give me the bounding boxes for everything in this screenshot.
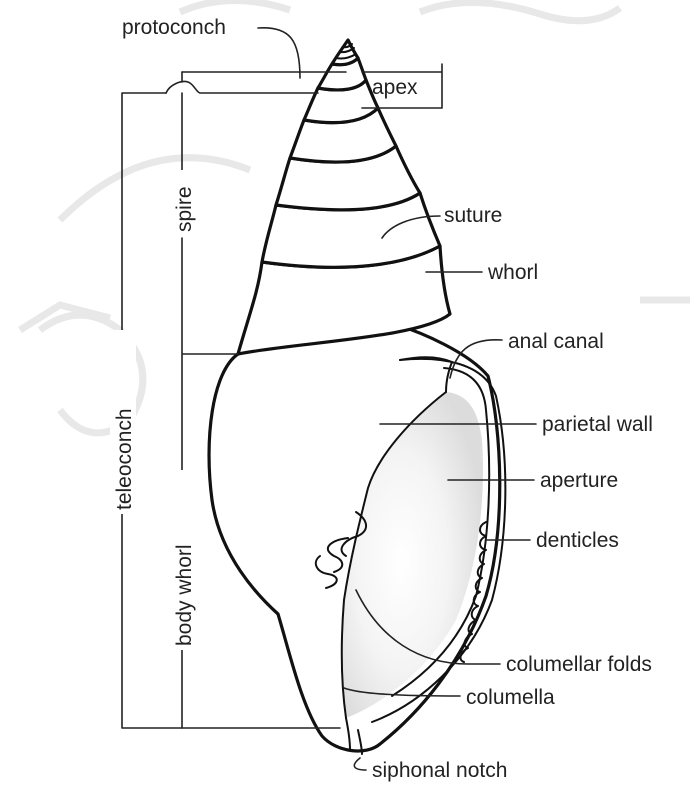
label-siphonal-notch: siphonal notch <box>372 759 507 782</box>
label-protoconch: protoconch <box>122 16 226 39</box>
label-parietal-wall: parietal wall <box>542 413 653 436</box>
label-columella: columella <box>466 686 555 709</box>
label-teleoconch: teleoconch <box>113 408 136 510</box>
label-suture: suture <box>444 204 502 227</box>
siphonal-notch-leader <box>354 758 366 770</box>
label-columellar-folds: columellar folds <box>506 653 652 676</box>
protoconch-leader <box>258 28 300 78</box>
label-whorl: whorl <box>487 261 538 284</box>
label-anal-canal: anal canal <box>508 330 604 353</box>
label-denticles: denticles <box>536 529 619 552</box>
label-spire: spire <box>173 186 196 232</box>
protoconch-bracket <box>166 81 318 93</box>
label-apex: apex <box>372 76 418 99</box>
label-body-whorl: body whorl <box>173 544 196 646</box>
shell <box>209 40 505 754</box>
label-aperture: aperture <box>540 469 618 492</box>
